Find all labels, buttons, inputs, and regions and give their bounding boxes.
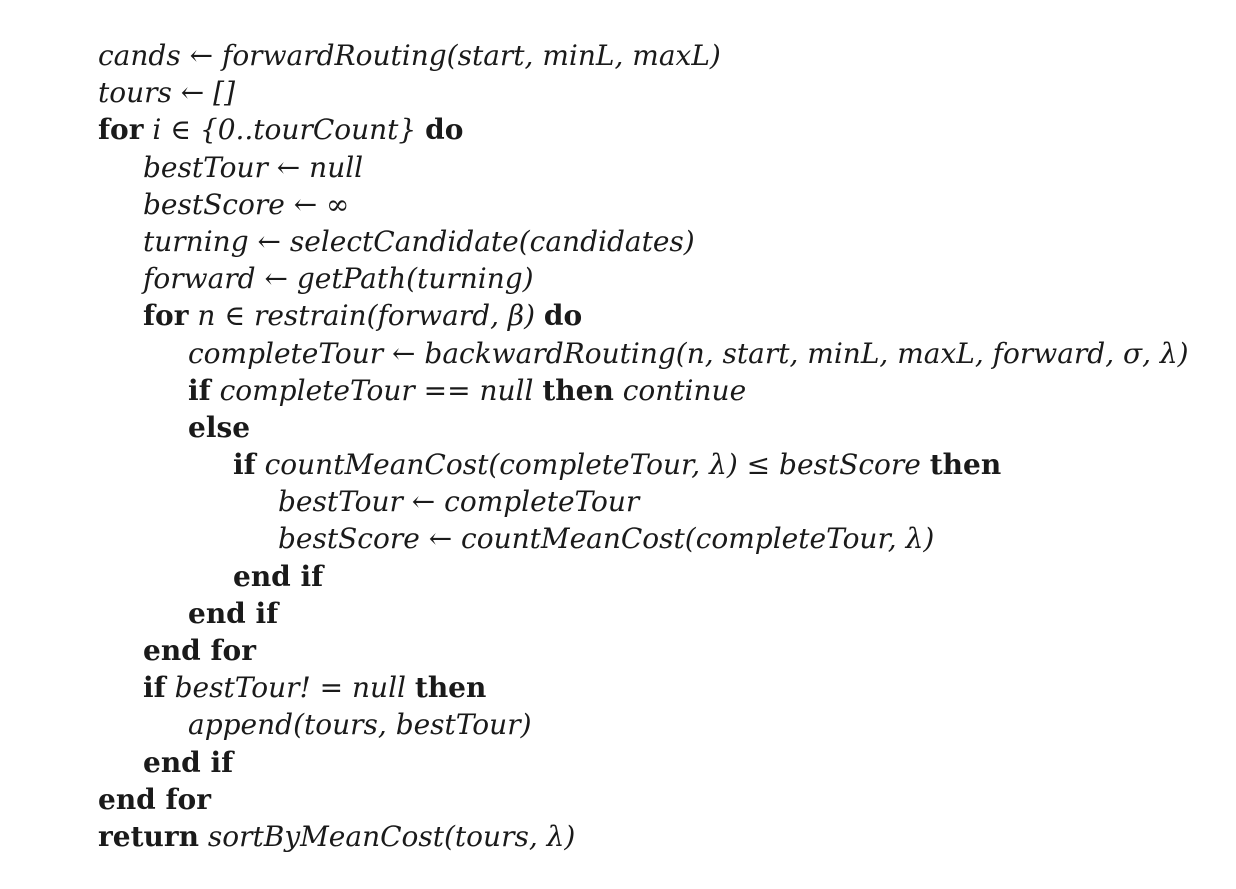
statement: turning ← selectCandidate(candidates) xyxy=(143,224,695,258)
keyword: return xyxy=(98,819,199,853)
algorithm-listing: cands ← forwardRouting(start, minL, maxL… xyxy=(98,37,1189,855)
statement: n ∈ restrain(forward, β) xyxy=(197,299,536,333)
statement: completeTour ← backwardRouting(n, start,… xyxy=(188,336,1189,370)
statement: cands ← forwardRouting(start, minL, maxL… xyxy=(98,39,721,72)
algorithm-line: if countMeanCost(completeTour, λ) ≤ best… xyxy=(98,446,1189,483)
algorithm-line: bestTour ← null xyxy=(98,149,1189,186)
statement: sortByMeanCost(tours, λ) xyxy=(207,819,576,853)
keyword: if xyxy=(188,373,211,407)
keyword: end if xyxy=(143,745,234,779)
keyword: if xyxy=(143,671,166,705)
statement: tours ← [] xyxy=(98,76,236,110)
statement: bestScore ← countMeanCost(completeTour, … xyxy=(278,522,935,556)
statement: countMeanCost(completeTour, λ) ≤ bestSco… xyxy=(264,448,921,482)
keyword-trailing: then xyxy=(414,671,487,705)
algorithm-line: bestTour ← completeTour xyxy=(98,483,1189,520)
algorithm-line: bestScore ← ∞ xyxy=(98,186,1189,223)
algorithm-line: for i ∈ {0..tourCount} do xyxy=(98,111,1189,148)
keyword: for xyxy=(98,113,144,147)
algorithm-line: completeTour ← backwardRouting(n, start,… xyxy=(98,335,1189,372)
algorithm-line: else xyxy=(98,409,1189,446)
algorithm-line: cands ← forwardRouting(start, minL, maxL… xyxy=(98,37,1189,74)
keyword-trailing: then xyxy=(929,448,1002,482)
statement: bestTour ← null xyxy=(143,150,364,184)
algorithm-line: return sortByMeanCost(tours, λ) xyxy=(98,818,1189,855)
algorithm-line: append(tours, bestTour) xyxy=(98,706,1189,743)
algorithm-line: forward ← getPath(turning) xyxy=(98,260,1189,297)
keyword-trailing: do xyxy=(543,299,583,333)
algorithm-line: if completeTour == null then continue xyxy=(98,372,1189,409)
algorithm-line: for n ∈ restrain(forward, β) do xyxy=(98,297,1189,334)
algorithm-line: end if xyxy=(98,744,1189,781)
statement: i ∈ {0..tourCount} xyxy=(152,113,417,147)
keyword: end if xyxy=(188,596,279,630)
keyword: end for xyxy=(98,782,211,816)
algorithm-line: bestScore ← countMeanCost(completeTour, … xyxy=(98,520,1189,557)
statement: append(tours, bestTour) xyxy=(188,708,532,742)
keyword: else xyxy=(188,410,251,444)
keyword: end for xyxy=(143,634,256,667)
keyword: if xyxy=(233,448,256,482)
statement: bestScore ← ∞ xyxy=(143,187,350,221)
statement-trailing: continue xyxy=(622,373,747,407)
algorithm-line: end if xyxy=(98,595,1189,632)
keyword: for xyxy=(143,299,189,333)
algorithm-line: end for xyxy=(98,781,1189,818)
keyword-trailing: do xyxy=(425,113,464,147)
algorithm-line: end if xyxy=(98,558,1189,595)
statement: forward ← getPath(turning) xyxy=(143,262,534,296)
statement: bestTour ← completeTour xyxy=(278,485,640,519)
algorithm-line: end for xyxy=(98,632,1189,669)
keyword: end if xyxy=(233,559,324,593)
statement: completeTour == null xyxy=(219,373,534,407)
statement: bestTour! = null xyxy=(174,671,406,705)
algorithm-line: tours ← [] xyxy=(98,74,1189,111)
algorithm-line: turning ← selectCandidate(candidates) xyxy=(98,223,1189,260)
algorithm-line: if bestTour! = null then xyxy=(98,669,1189,706)
keyword-trailing: then xyxy=(542,373,614,407)
